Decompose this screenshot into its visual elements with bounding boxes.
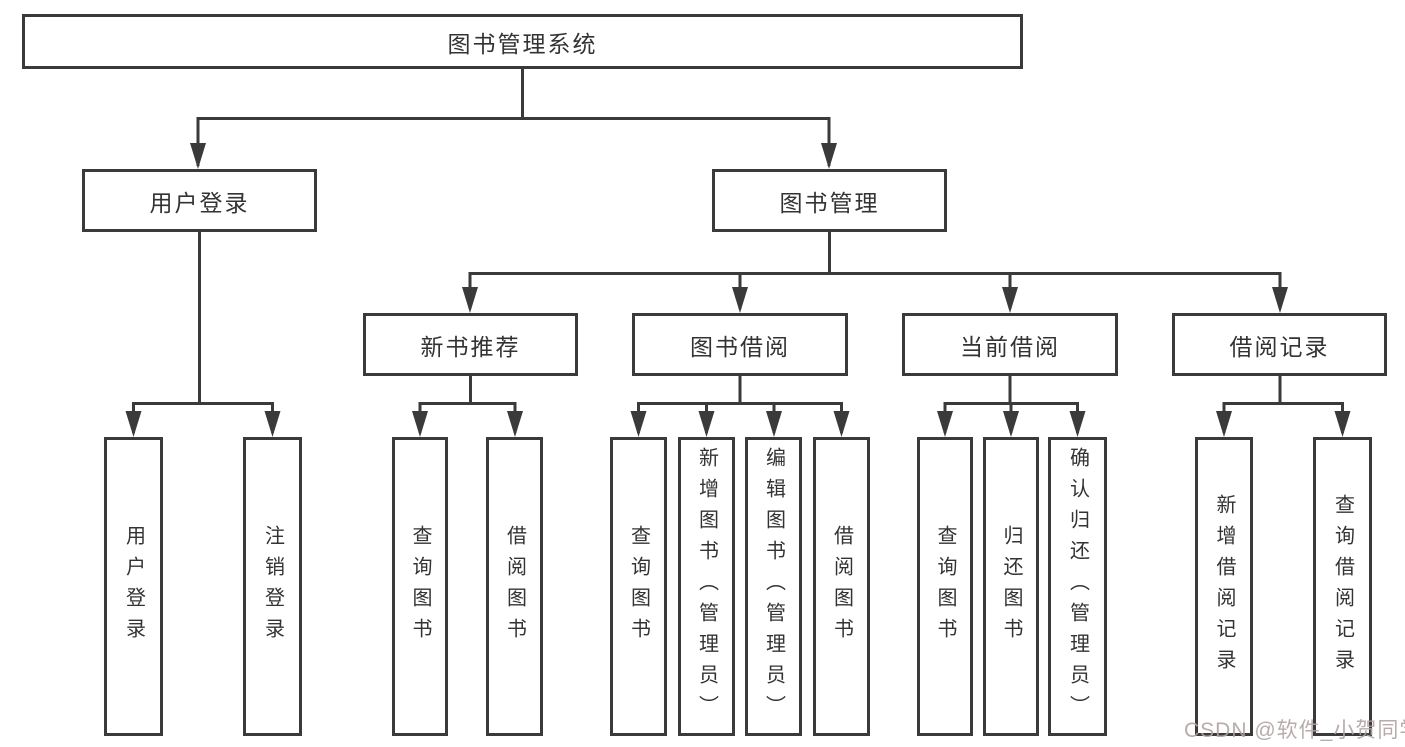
node-label: 新书推荐	[420, 333, 521, 360]
node-label: 图书借阅	[690, 333, 790, 360]
arrow-down-icon	[630, 411, 647, 437]
node-user-login: 用户登录	[82, 169, 317, 232]
arrow-down-icon	[412, 411, 428, 437]
node-label: 图书管理	[779, 189, 880, 216]
arrow-down-icon	[766, 411, 782, 437]
leaf-label: 归还图书	[1000, 524, 1022, 649]
leaf-return-books: 归还图书	[983, 437, 1039, 736]
leaf-query-borrow-record: 查询借阅记录	[1313, 437, 1372, 736]
leaf-label: 新增图书（管理员）	[695, 447, 718, 726]
node-new-book-recommendation: 新书推荐	[363, 313, 578, 376]
node-label: 图书管理系统	[447, 30, 598, 57]
leaf-label: 借阅图书	[830, 524, 853, 649]
leaf-label: 编辑图书（管理员）	[762, 447, 785, 726]
leaf-edit-books-admin: 编辑图书（管理员）	[745, 437, 802, 736]
leaf-logout: 注销登录	[243, 437, 302, 736]
arrow-down-icon	[1069, 411, 1086, 437]
leaf-label: 查询借阅记录	[1331, 493, 1354, 680]
leaf-borrow-books: 借阅图书	[813, 437, 870, 736]
node-label: 当前借阅	[960, 333, 1060, 360]
arrow-down-icon	[1003, 411, 1019, 437]
leaf-label: 查询图书	[409, 524, 431, 649]
connector-mgmt-to-level3	[462, 232, 1288, 313]
leaf-query-books-current: 查询图书	[917, 437, 973, 736]
arrow-down-icon	[833, 411, 850, 437]
arrow-down-icon	[937, 411, 953, 437]
leaf-add-borrow-record: 新增借阅记录	[1195, 437, 1253, 736]
leaf-user-login: 用户登录	[104, 437, 163, 736]
arrow-down-icon	[1002, 287, 1018, 313]
leaf-confirm-return-admin: 确认归还（管理员）	[1048, 437, 1107, 736]
arrow-down-icon	[264, 411, 281, 437]
leaf-query-books-recommend: 查询图书	[392, 437, 448, 736]
node-current-borrowing: 当前借阅	[902, 313, 1118, 376]
node-label: 借阅记录	[1229, 333, 1330, 360]
arrow-down-icon	[1216, 411, 1232, 437]
arrow-down-icon	[462, 287, 478, 313]
connector-records-to-leaves	[1216, 376, 1351, 437]
leaf-label: 用户登录	[122, 524, 145, 649]
arrow-down-icon	[732, 287, 748, 313]
leaf-add-books-admin: 新增图书（管理员）	[678, 437, 735, 736]
node-label: 用户登录	[149, 189, 250, 216]
arrow-down-icon	[190, 143, 206, 169]
node-book-management: 图书管理	[712, 169, 947, 232]
connector-login-to-leaves	[125, 232, 281, 437]
leaf-label: 查询图书	[934, 524, 956, 649]
arrow-down-icon	[507, 411, 523, 437]
connector-recommend-to-leaves	[412, 376, 523, 437]
arrow-down-icon	[125, 411, 142, 437]
connector-current-to-leaves	[937, 376, 1086, 437]
arrow-down-icon	[1272, 287, 1288, 313]
leaf-label: 确认归还（管理员）	[1066, 447, 1089, 726]
node-borrowing-records: 借阅记录	[1172, 313, 1387, 376]
node-root-system: 图书管理系统	[22, 14, 1023, 69]
connector-borrow-to-leaves	[630, 376, 850, 437]
leaf-query-books-borrow: 查询图书	[610, 437, 667, 736]
leaf-label: 查询图书	[627, 524, 650, 649]
arrow-down-icon	[821, 143, 837, 169]
csdn-watermark: CSDN @软件_小贺同学	[1184, 719, 1405, 742]
arrow-down-icon	[1334, 411, 1351, 437]
connector-root-to-level2	[190, 69, 837, 169]
leaf-borrow-books-recommend: 借阅图书	[486, 437, 543, 736]
leaf-label: 注销登录	[261, 524, 284, 649]
node-book-borrowing: 图书借阅	[632, 313, 848, 376]
leaf-label: 借阅图书	[503, 524, 526, 649]
arrow-down-icon	[698, 411, 715, 437]
leaf-label: 新增借阅记录	[1213, 493, 1235, 680]
